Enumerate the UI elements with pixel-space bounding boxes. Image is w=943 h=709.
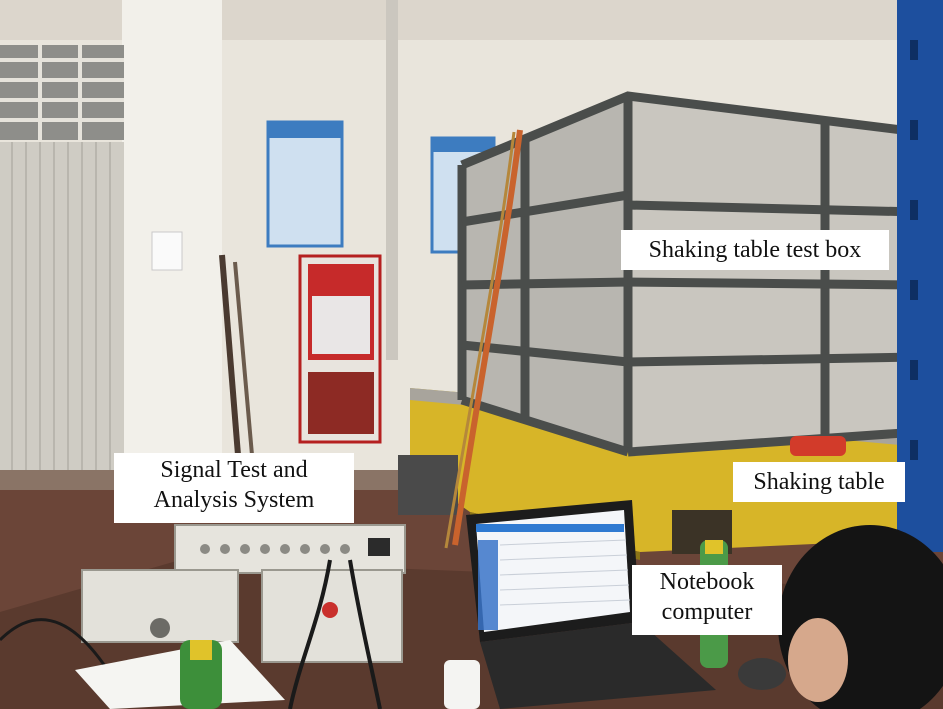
label-signal-line1: Signal Test and xyxy=(160,457,308,483)
notebook-keyboard xyxy=(480,622,716,709)
label-shaking-table-text: Shaking table xyxy=(753,469,885,495)
test-box-frame xyxy=(457,91,919,457)
label-signal-line2: Analysis System xyxy=(153,487,315,513)
table-base xyxy=(398,455,458,515)
label-test-box-text: Shaking table test box xyxy=(648,237,862,263)
leaning-rod xyxy=(219,254,241,456)
cable xyxy=(288,559,332,709)
label-notebook-line2: computer xyxy=(661,599,753,625)
wall-notice xyxy=(151,231,183,271)
white-cup xyxy=(444,660,480,709)
label-test-box: Shaking table test box xyxy=(621,230,889,270)
shutter-slats xyxy=(11,142,111,480)
label-shaking-table: Shaking table xyxy=(733,462,905,502)
grille-bars xyxy=(0,45,124,140)
wall-poster xyxy=(266,120,344,248)
blue-column xyxy=(897,0,943,552)
red-roll xyxy=(790,436,846,456)
label-notebook-line1: Notebook xyxy=(659,569,755,595)
label-notebook: Notebook computer xyxy=(632,565,782,635)
shutter-door xyxy=(0,142,124,480)
wall-pipe xyxy=(386,0,398,360)
sensor-wires xyxy=(452,129,523,546)
computer-mouse xyxy=(738,658,786,690)
label-signal-system: Signal Test and Analysis System xyxy=(114,453,354,523)
